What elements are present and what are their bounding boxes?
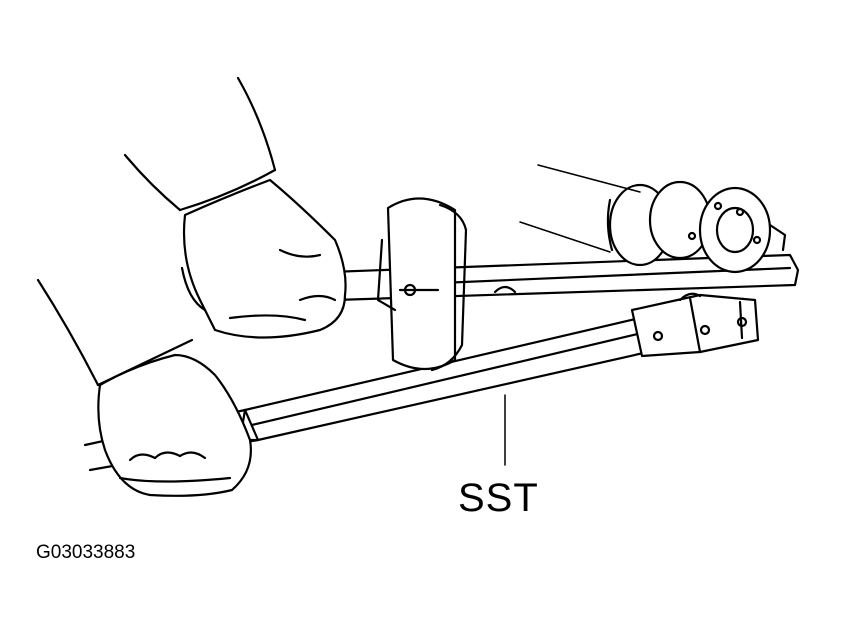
lower-hand — [97, 353, 252, 497]
figure-id: G03033883 — [36, 542, 136, 563]
sst-label: SST — [458, 476, 539, 520]
slide-hammer-weight — [376, 197, 468, 372]
upper-hand — [180, 178, 347, 339]
sst-bracket — [630, 292, 760, 358]
hub-assembly — [606, 180, 787, 274]
upper-arm-sleeve — [123, 76, 277, 212]
leader-lines — [504, 164, 641, 466]
